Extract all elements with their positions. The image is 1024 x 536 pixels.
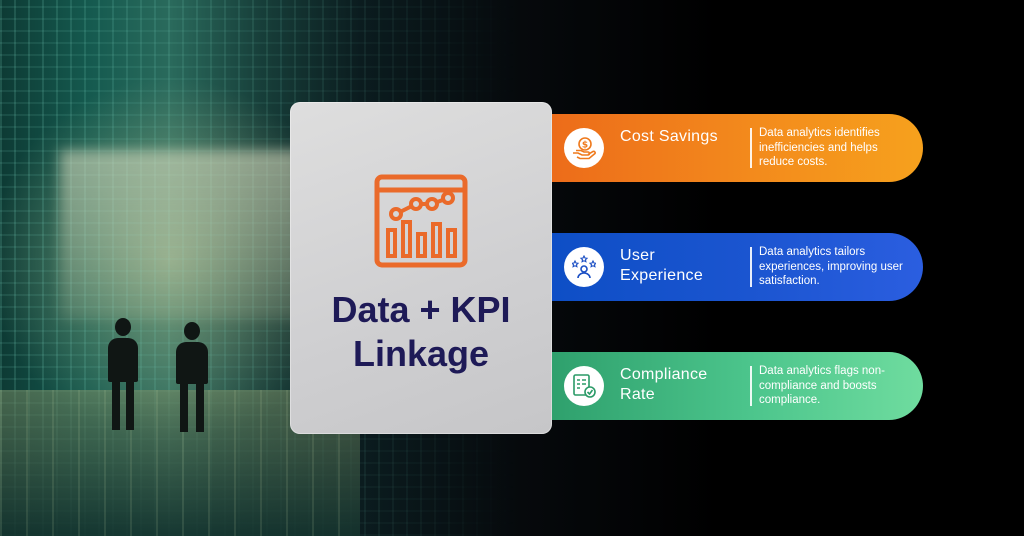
checklist-icon bbox=[573, 374, 596, 398]
person-silhouette-right bbox=[176, 322, 208, 432]
light-glow bbox=[60, 150, 300, 320]
kpi-item-compliance-rate: Compliance Rate Data analytics flags non… bbox=[540, 352, 923, 420]
kpi-description: Data analytics flags non-compliance and … bbox=[759, 365, 885, 406]
user-stars-icon-circle bbox=[564, 247, 604, 287]
divider bbox=[750, 128, 752, 168]
money-hand-icon-circle: $ bbox=[564, 128, 604, 168]
divider bbox=[750, 366, 752, 406]
kpi-item-user-experience: User Experience Data analytics tailors e… bbox=[540, 233, 923, 301]
user-stars-icon bbox=[572, 255, 596, 279]
kpi-label: Compliance Rate bbox=[620, 366, 708, 403]
divider bbox=[750, 247, 752, 287]
money-hand-icon: $ bbox=[573, 137, 596, 160]
analytics-chart-icon bbox=[374, 174, 468, 268]
kpi-label: Cost Savings bbox=[620, 128, 718, 145]
card-title: Data + KPI Linkage bbox=[331, 289, 511, 374]
kpi-description: Data analytics tailors experiences, impr… bbox=[759, 246, 903, 287]
person-silhouette-left bbox=[108, 318, 138, 430]
kpi-description: Data analytics identifies inefficiencies… bbox=[759, 127, 880, 168]
kpi-label: User Experience bbox=[620, 247, 704, 284]
kpi-item-cost-savings: $ Cost Savings Data analytics identifies… bbox=[540, 114, 923, 182]
svg-text:$: $ bbox=[582, 141, 588, 151]
checklist-icon-circle bbox=[564, 366, 604, 406]
kpi-linkage-card: Data + KPI Linkage bbox=[290, 102, 552, 434]
